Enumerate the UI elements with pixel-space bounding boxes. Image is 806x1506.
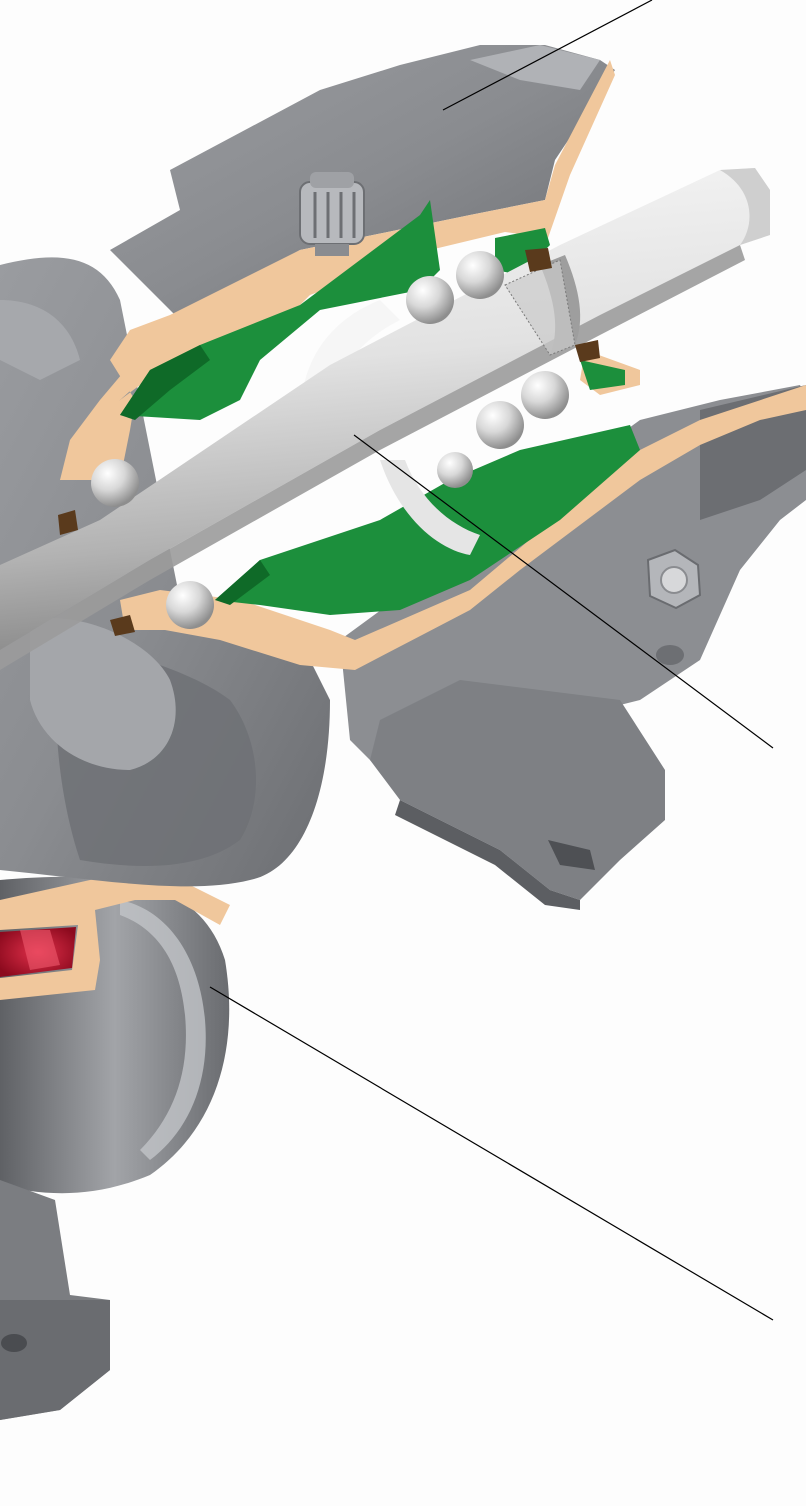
frame-foot xyxy=(370,680,665,900)
bearing-ball-icon xyxy=(456,251,504,299)
bearing-ball-icon xyxy=(476,401,524,449)
casing-section-cut xyxy=(0,870,230,1000)
bearing-race xyxy=(380,460,480,555)
bearing-frame xyxy=(110,45,806,910)
foot-slot xyxy=(548,840,595,870)
breather-cap-icon xyxy=(299,172,365,256)
leader-lines xyxy=(209,0,774,1321)
volute-casing xyxy=(0,870,230,1420)
shaft xyxy=(0,168,770,670)
frame-adapter xyxy=(0,257,330,887)
bearing-ball-icon xyxy=(406,276,454,324)
leader-line-housing xyxy=(442,0,653,111)
shaft-seals xyxy=(58,248,600,636)
leader-line-casing xyxy=(209,986,774,1321)
leader-line-shaft xyxy=(353,434,774,749)
bearing-balls xyxy=(91,251,569,629)
bearing-ball-icon xyxy=(91,459,139,507)
bearing-ball-icon xyxy=(437,452,473,488)
bolt-head-icon xyxy=(646,548,702,665)
foot-bolt-hole xyxy=(1,1334,27,1352)
bearing-ball-icon xyxy=(166,581,214,629)
bearing-ball-icon xyxy=(521,371,569,419)
